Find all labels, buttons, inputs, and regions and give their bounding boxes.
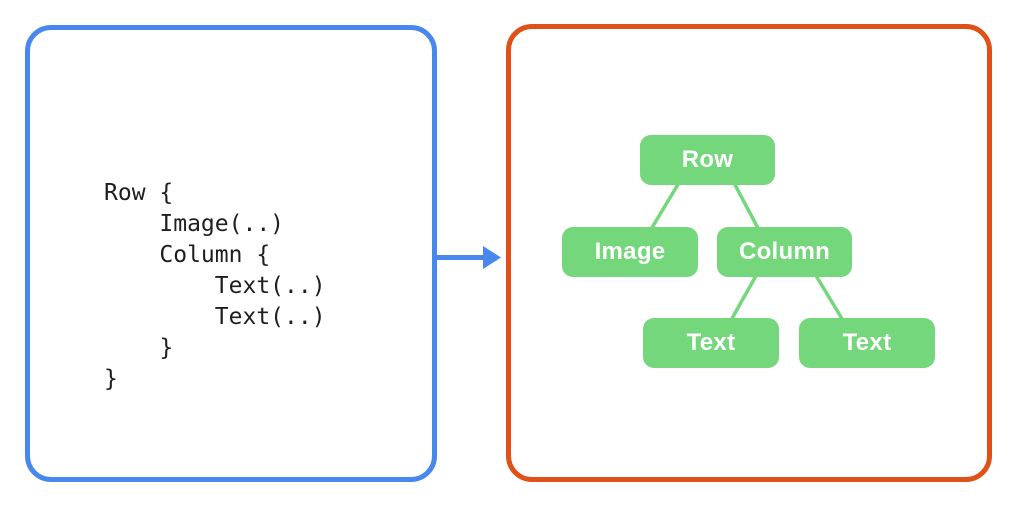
tree-node-text-2: Text	[799, 318, 935, 368]
code-panel: Row { Image(..) Column { Text(..) Text(.…	[25, 25, 437, 482]
tree-node-text-1-label: Text	[686, 329, 736, 356]
tree-panel: Row Image Column Text Text	[506, 24, 992, 482]
tree-node-column-label: Column	[738, 238, 831, 265]
right-arrow-icon	[433, 246, 501, 269]
tree-node-row: Row	[640, 135, 775, 185]
tree-node-text-2-label: Text	[842, 329, 892, 356]
tree-node-image-label: Image	[594, 238, 666, 265]
tree-node-image: Image	[562, 227, 698, 277]
tree-node-column: Column	[717, 227, 852, 277]
tree-node-text-1: Text	[643, 318, 779, 368]
tree-connector-lines	[648, 179, 846, 324]
code-block: Row { Image(..) Column { Text(..) Text(.…	[104, 180, 326, 392]
tree-node-row-label: Row	[681, 146, 734, 173]
